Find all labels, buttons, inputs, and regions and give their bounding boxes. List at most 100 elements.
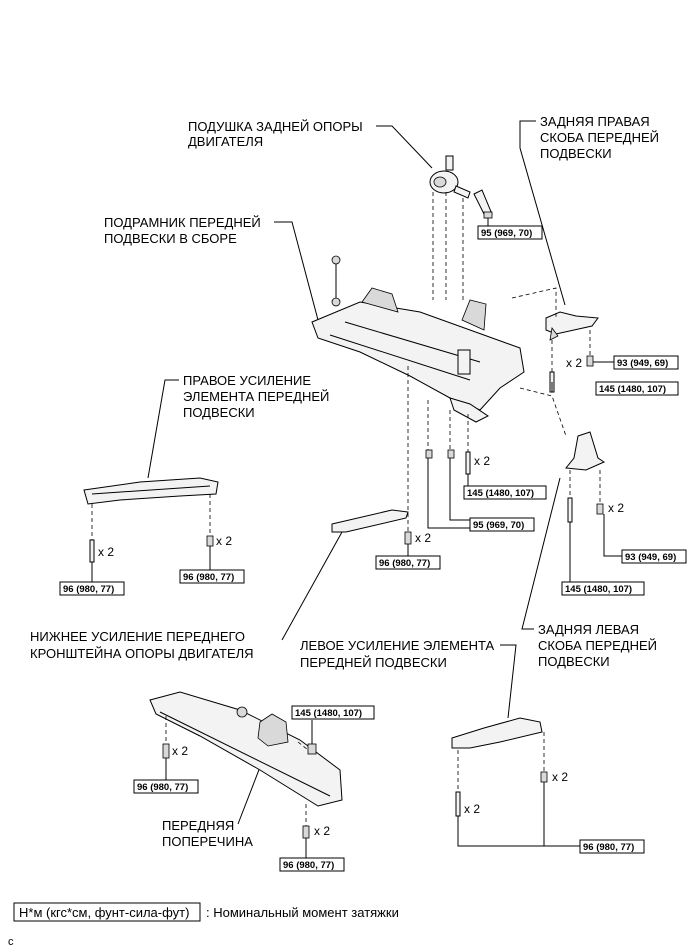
mount-bushing [433,176,447,188]
torque-value: 96 (980, 77) [379,558,430,569]
label-line: ПОПЕРЕЧИНА [162,834,253,849]
bolt-icon [465,451,471,475]
subframe-tower-left [361,287,399,313]
legend-unit: Н*м (кгс*см, фунт-сила-фут) [19,905,189,920]
reinforcement-body [451,717,543,749]
multiplier-label: x 2 [314,824,330,838]
label-rear-right-bracket: ЗАДНЯЯ ПРАВАЯ СКОБА ПЕРЕДНЕЙ ПОДВЕСКИ [540,114,659,161]
leader-lower-reinforcement [281,531,343,641]
bracket-plate [545,311,599,335]
bolts-and-guides [89,192,622,858]
torque-box: 96 (980, 77) [579,839,645,854]
label-line: ЭЛЕМЕНТА ПЕРЕДНЕЙ [183,389,329,404]
torque-values: 95 (969, 70) 93 (949, 69) 145 (1480, 107… [59,225,687,872]
rear-engine-mount-part [429,155,471,199]
torque-value: 95 (969, 70) [481,228,532,239]
leader-rear-mount [376,125,433,169]
legend-unit-box [13,902,201,922]
guide-line [511,287,557,318]
left-reinforcement-part [451,717,543,749]
bolt-icon [302,825,310,839]
bracket-plate [565,431,606,471]
torque-value: 145 (1480, 107) [467,488,534,499]
label-line: ПЕРЕДНЯЯ [162,818,234,833]
connector-line [449,458,470,521]
stabilizer-link-bottom [331,297,341,307]
bolt-icon [455,791,461,817]
reinforcement-rib [91,485,211,495]
torque-box: 145 (1480, 107) [291,705,375,720]
label-line: ПРАВОЕ УСИЛЕНИЕ [183,373,311,388]
torque-box: 96 (980, 77) [59,581,125,596]
multiplier-label: x 2 [608,501,624,515]
connector-line [427,458,470,529]
label-line: ЗАДНЯЯ ПРАВАЯ [540,114,650,129]
label-front-crossmember: ПЕРЕДНЯЯ ПОПЕРЕЧИНА [162,818,253,849]
crossmember-mount [257,713,289,747]
mount-tab [453,185,471,199]
torque-box: 96 (980, 77) [375,555,441,570]
multiplier-label: x 2 [464,802,480,816]
label-line: ПЕРЕДНЕЙ ПОДВЕСКИ [300,655,447,670]
crossmember-rib [159,711,331,797]
legend-description: : Номинальный момент затяжки [206,905,399,920]
label-line: ПОДУШКА ЗАДНЕЙ ОПОРЫ [188,119,363,134]
label-line: НИЖНЕЕ УСИЛЕНИЕ ПЕРЕДНЕГО [30,629,245,644]
mount-stud [445,155,454,171]
leader-rear-left-bracket [521,477,561,630]
lower-reinforcement-body [331,509,409,533]
connector-line [457,816,580,847]
torque-box: 96 (980, 77) [133,779,199,794]
bracket-foot [549,327,559,341]
multiplier-label: x 2 [552,770,568,784]
right-reinforcement-part [83,477,219,505]
bolt-icon [586,355,594,367]
bolt-icon [307,743,317,755]
connector-line [603,514,622,557]
torque-box: 93 (949, 69) [621,549,687,564]
torque-box: 96 (980, 77) [179,569,245,584]
front-subframe-part [311,255,525,423]
bolt-icon [596,503,604,515]
bolt-icon [89,539,95,563]
lower-reinforcement-part [331,509,409,533]
label-right-reinforcement: ПРАВОЕ УСИЛЕНИЕ ЭЛЕМЕНТА ПЕРЕДНЕЙ ПОДВЕС… [183,373,329,420]
stabilizer-link-top [331,255,341,265]
torque-value: 93 (949, 69) [625,552,676,563]
torque-box: 145 (1480, 107) [463,485,547,500]
torque-value: 96 (980, 77) [137,782,188,793]
torque-box: 145 (1480, 107) [561,581,645,596]
torque-value: 96 (980, 77) [63,584,114,595]
guide-line [297,741,309,751]
bolt-icon [540,771,548,783]
label-line: ПОДРАМНИК ПЕРЕДНЕЙ [104,215,261,230]
label-left-reinforcement: ЛЕВОЕ УСИЛЕНИЕ ЭЛЕМЕНТА ПЕРЕДНЕЙ ПОДВЕСК… [300,638,495,670]
subframe-lower-plate [449,397,489,423]
subframe-damper [457,349,471,375]
label-line: СКОБА ПЕРЕДНЕЙ [538,638,657,653]
torque-value: 96 (980, 77) [183,572,234,583]
crossmember-body [149,691,343,807]
multiplier-label: x 2 [98,545,114,559]
bolt-icon [447,449,455,459]
reinforcement-body [83,477,219,505]
multiplier-label: x 2 [474,454,490,468]
label-line: ПОДВЕСКИ [538,654,610,669]
torque-value: 145 (1480, 107) [599,384,666,395]
leader-lines [147,120,566,825]
multiplier-label: x 2 [566,356,582,370]
leader-subframe [274,221,319,321]
label-rear-left-bracket: ЗАДНЯЯ ЛЕВАЯ СКОБА ПЕРЕДНЕЙ ПОДВЕСКИ [538,622,657,669]
rear-right-bracket-part [545,311,599,341]
label-line: ДВИГАТЕЛЯ [188,134,263,149]
subframe-tower-right [461,299,487,331]
torque-box: 145 (1480, 107) [595,381,679,396]
bolt-icon [162,743,170,759]
torque-value: 93 (949, 69) [617,358,668,369]
bolt-head [483,211,493,219]
torque-box: 95 (969, 70) [469,517,535,532]
label-line: ПОДВЕСКИ [540,146,612,161]
torque-value: 145 (1480, 107) [295,708,362,719]
leader-right-reinforcement [147,379,179,479]
